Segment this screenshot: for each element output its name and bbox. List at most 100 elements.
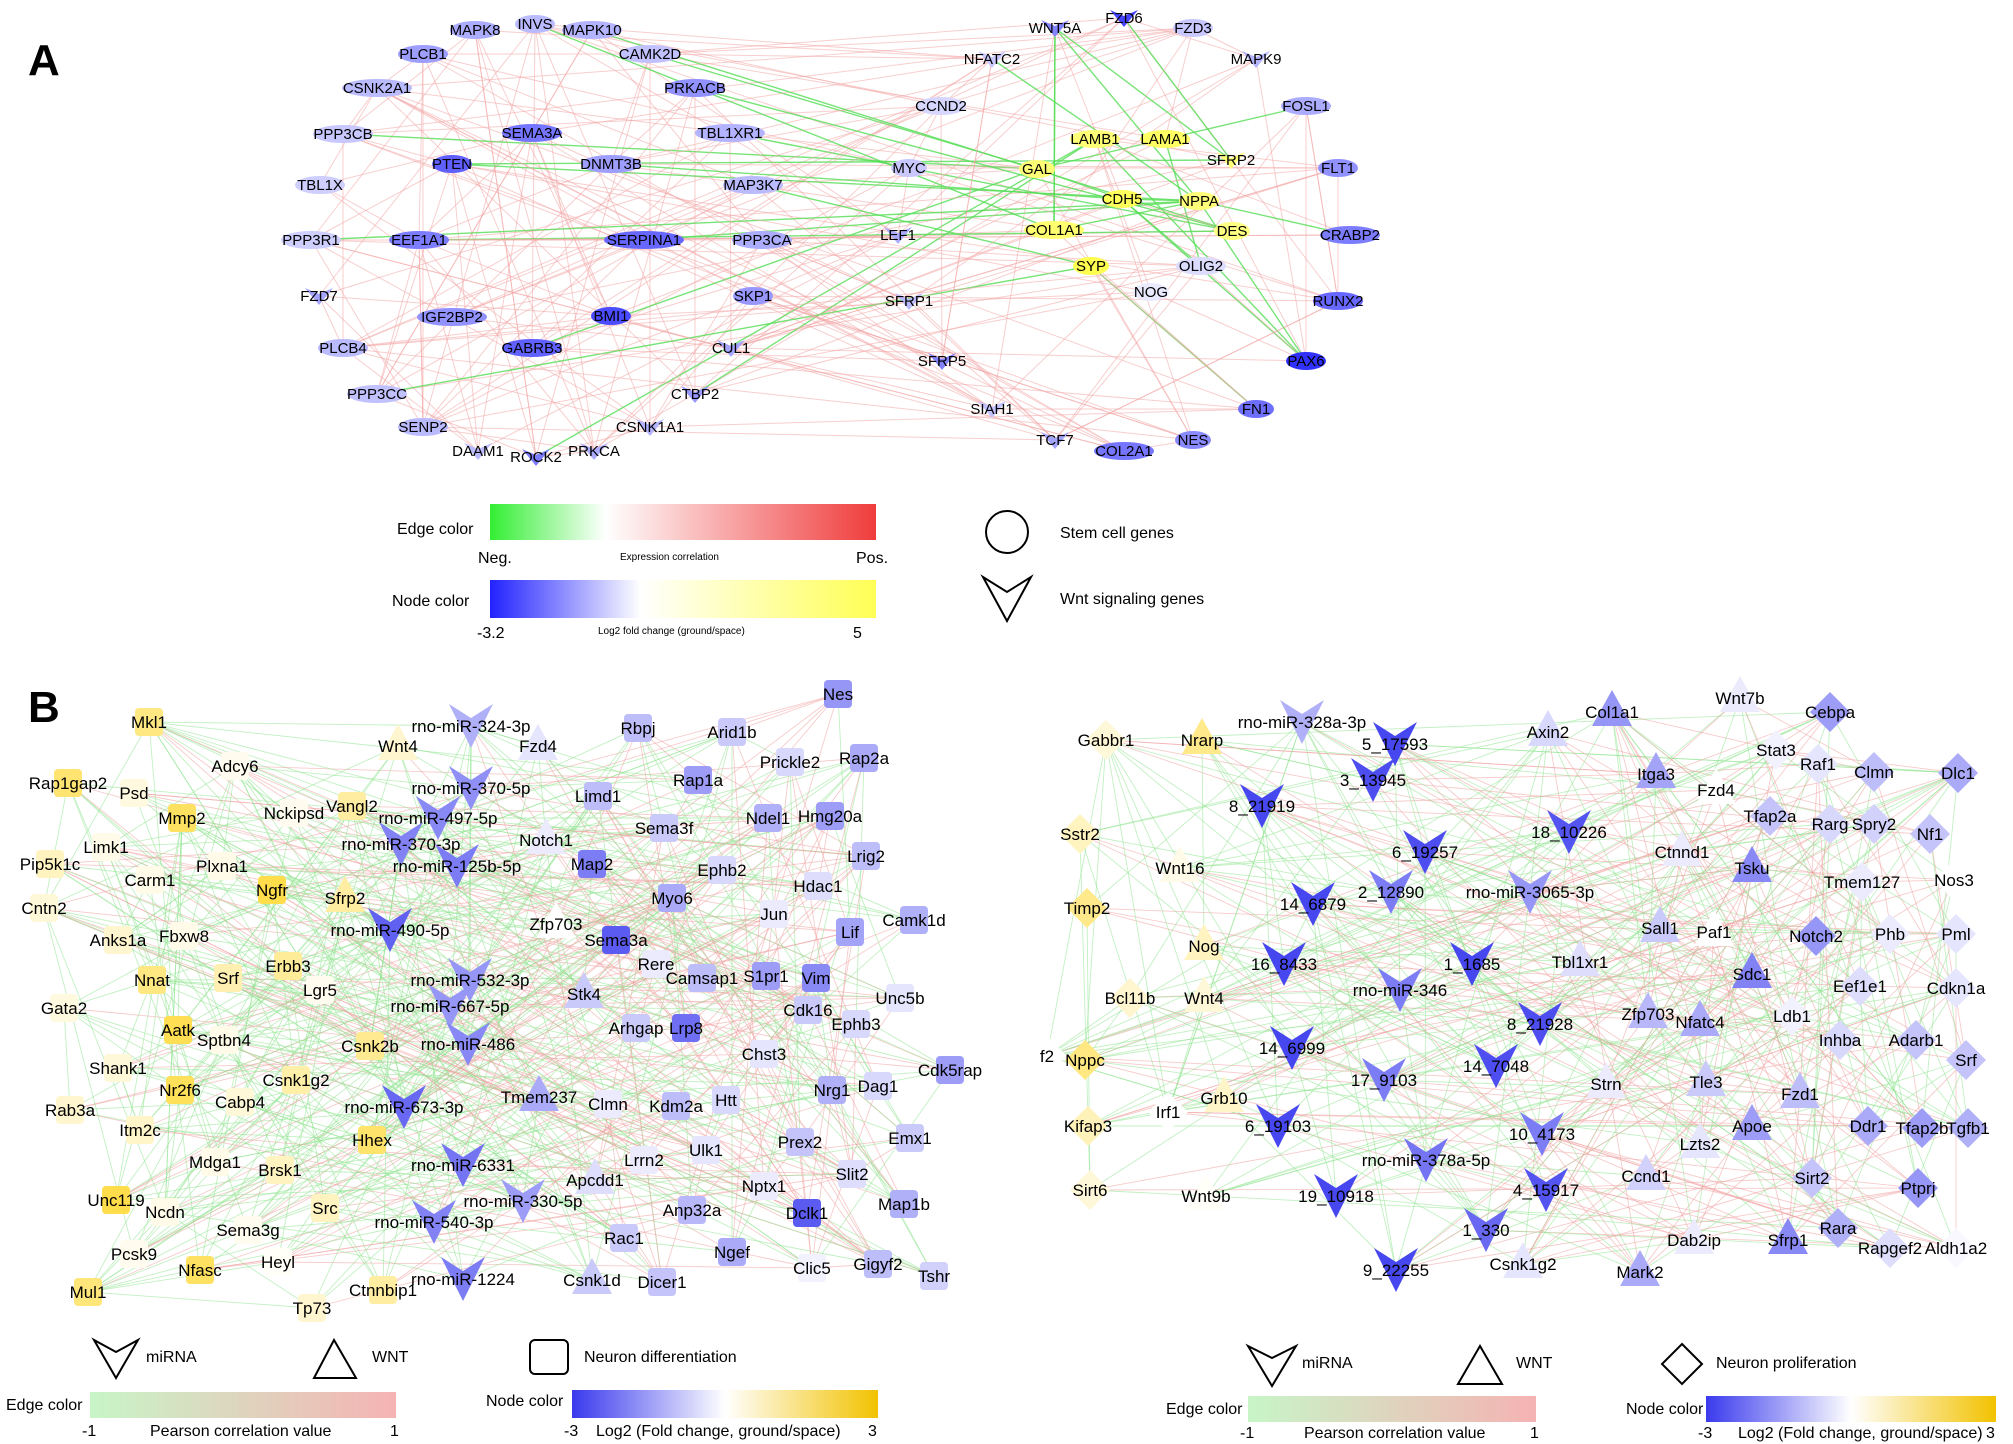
node-nnat[interactable]: Nnat	[134, 966, 170, 994]
node-rara[interactable]: Rara	[1818, 1208, 1858, 1248]
node-chst3[interactable]: Chst3	[742, 1040, 786, 1068]
node-tcf7[interactable]: TCF7	[1036, 432, 1074, 449]
node-inhba[interactable]: Inhba	[1819, 1020, 1862, 1060]
node-cul1[interactable]: CUL1	[712, 340, 750, 357]
node-tmem127[interactable]: Tmem127	[1824, 862, 1901, 902]
node-rno-mir-540-3p[interactable]: rno-miR-540-3p	[374, 1200, 494, 1244]
node-tbl1xr1[interactable]: TBL1XR1	[695, 124, 765, 142]
node-pax6[interactable]: PAX6	[1286, 352, 1326, 370]
node-tsku[interactable]: Tsku	[1732, 846, 1772, 882]
node-tbl1x[interactable]: TBL1X	[295, 176, 345, 194]
node-rapgef2[interactable]: Rapgef2	[1858, 1228, 1922, 1268]
node-6-19257[interactable]: 6_19257	[1392, 830, 1458, 874]
node-wnt4[interactable]: Wnt4	[378, 724, 418, 760]
node-fn1[interactable]: FN1	[1238, 400, 1274, 418]
node-col1a1[interactable]: COL1A1	[1024, 221, 1084, 239]
node-pcsk9[interactable]: Pcsk9	[111, 1240, 157, 1268]
node-nog[interactable]: NOG	[1133, 283, 1169, 301]
node-rac1[interactable]: Rac1	[604, 1224, 644, 1252]
node-pip5k1c[interactable]: Pip5k1c	[20, 850, 81, 878]
node-emx1[interactable]: Emx1	[888, 1124, 932, 1152]
node-17-9103[interactable]: 17_9103	[1351, 1058, 1417, 1102]
node-3-13945[interactable]: 3_13945	[1340, 758, 1406, 802]
node-rno-mir-378a-5p[interactable]: rno-miR-378a-5p	[1362, 1138, 1491, 1182]
node-dnmt3b[interactable]: DNMT3B	[580, 155, 642, 173]
node-anp32a[interactable]: Anp32a	[663, 1196, 722, 1224]
node-8-21919[interactable]: 8_21919	[1229, 784, 1295, 828]
node-ulk1[interactable]: Ulk1	[689, 1136, 723, 1164]
node-kdm2a[interactable]: Kdm2a	[649, 1092, 703, 1120]
node-rap1gap2[interactable]: Rap1gap2	[29, 769, 107, 797]
node-brsk1[interactable]: Brsk1	[258, 1156, 302, 1184]
node-dab2ip[interactable]: Dab2ip	[1667, 1218, 1721, 1254]
node-heyl[interactable]: Heyl	[261, 1248, 295, 1276]
node-tfap2a[interactable]: Tfap2a	[1744, 796, 1797, 836]
node-carm1[interactable]: Carm1	[124, 866, 176, 894]
node-nfasc[interactable]: Nfasc	[178, 1256, 222, 1284]
node-lrig2[interactable]: Lrig2	[847, 842, 885, 870]
node-tbl1xr1[interactable]: Tbl1xr1	[1552, 940, 1609, 976]
node-adcy6[interactable]: Adcy6	[211, 752, 259, 780]
node-ppp3cb[interactable]: PPP3CB	[313, 125, 373, 143]
node-10-4173[interactable]: 10_4173	[1509, 1112, 1575, 1156]
node-rno-mir-125b-5p[interactable]: rno-miR-125b-5p	[393, 844, 522, 888]
node-rno-mir-1224[interactable]: rno-miR-1224	[411, 1257, 515, 1301]
node-sema3a[interactable]: Sema3a	[584, 926, 648, 954]
node-cebpa[interactable]: Cebpa	[1805, 692, 1856, 732]
node-s1pr1[interactable]: S1pr1	[743, 962, 789, 990]
node-fzd3[interactable]: FZD3	[1173, 19, 1213, 37]
node-des[interactable]: DES	[1214, 222, 1250, 240]
node-wnt4[interactable]: Wnt4	[1184, 976, 1224, 1012]
node-vangl2[interactable]: Vangl2	[326, 792, 378, 820]
node-dlc1[interactable]: Dlc1	[1938, 753, 1978, 793]
node-daam1[interactable]: DAAM1	[452, 443, 504, 460]
node-cntn2[interactable]: Cntn2	[21, 894, 67, 922]
node-senp2[interactable]: SENP2	[398, 418, 448, 436]
node-14-6879[interactable]: 14_6879	[1280, 882, 1346, 926]
node-4-15917[interactable]: 4_15917	[1513, 1168, 1579, 1212]
node-syp[interactable]: SYP	[1073, 257, 1109, 275]
node-8-21928[interactable]: 8_21928	[1507, 1002, 1573, 1046]
node-siah1[interactable]: SIAH1	[970, 401, 1014, 418]
node-unc119[interactable]: Unc119	[87, 1186, 145, 1214]
node-axin2[interactable]: Axin2	[1527, 710, 1570, 746]
node-fzd1[interactable]: Fzd1	[1780, 1072, 1820, 1108]
node-rock2[interactable]: ROCK2	[510, 449, 562, 466]
node-nfatc4[interactable]: Nfatc4	[1675, 1000, 1725, 1036]
node-rno-mir-370-3p[interactable]: rno-miR-370-3p	[341, 822, 461, 866]
node-apoe[interactable]: Apoe	[1732, 1104, 1772, 1140]
node-nog[interactable]: Nog	[1184, 924, 1224, 960]
node-dclk1[interactable]: Dclk1	[786, 1199, 829, 1227]
node-phb[interactable]: Phb	[1870, 914, 1910, 954]
node-wnt7b[interactable]: Wnt7b	[1715, 676, 1765, 712]
node-camk1d[interactable]: Camk1d	[882, 906, 946, 934]
node-sema3a[interactable]: SEMA3A	[502, 124, 563, 142]
node-col1a1[interactable]: Col1a1	[1585, 690, 1639, 726]
node-csnk1g2[interactable]: Csnk1g2	[1489, 1242, 1557, 1278]
node-ngef[interactable]: Ngef	[714, 1238, 750, 1266]
node-itm2c[interactable]: Itm2c	[119, 1116, 161, 1144]
node-sema3g[interactable]: Sema3g	[216, 1216, 280, 1244]
node-stk4[interactable]: Stk4	[564, 972, 604, 1008]
node-fzd7[interactable]: FZD7	[300, 288, 338, 305]
node-pml[interactable]: Pml	[1936, 914, 1976, 954]
node-rno-mir-328a-3p[interactable]: rno-miR-328a-3p	[1238, 700, 1367, 744]
node-wnt16[interactable]: Wnt16	[1155, 846, 1205, 882]
node-prkca[interactable]: PRKCA	[568, 443, 620, 460]
node-hhex[interactable]: Hhex	[352, 1126, 392, 1154]
node-eef1e1[interactable]: Eef1e1	[1833, 966, 1887, 1006]
node-nrg1[interactable]: Nrg1	[814, 1076, 851, 1104]
node-igf2bp2[interactable]: IGF2BP2	[417, 308, 487, 326]
node-aldh1a2[interactable]: Aldh1a2	[1925, 1228, 1987, 1268]
node-ccnd2[interactable]: CCND2	[915, 97, 967, 115]
node-olig2[interactable]: OLIG2	[1176, 257, 1226, 275]
node-rab3a[interactable]: Rab3a	[45, 1096, 96, 1124]
node-gata2[interactable]: Gata2	[41, 994, 87, 1022]
node-arhgap[interactable]: Arhgap	[609, 1014, 664, 1042]
node-lrrn2[interactable]: Lrrn2	[624, 1146, 664, 1174]
node-tmem237[interactable]: Tmem237	[501, 1075, 578, 1111]
node-rno-mir-3065-3p[interactable]: rno-miR-3065-3p	[1466, 870, 1595, 914]
node-fzd4[interactable]: Fzd4	[1696, 768, 1736, 804]
node-itga3[interactable]: Itga3	[1636, 752, 1676, 788]
node-cdk16[interactable]: Cdk16	[783, 996, 833, 1024]
